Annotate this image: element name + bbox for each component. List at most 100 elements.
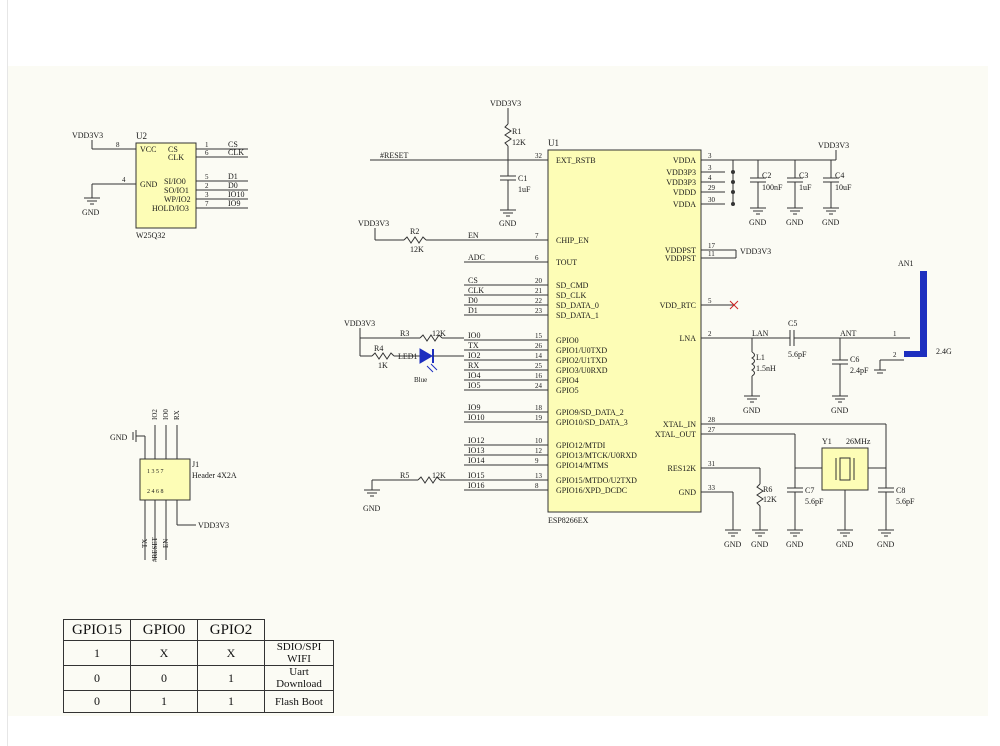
antenna-icon: [920, 271, 927, 357]
u1-net-label: D1: [468, 306, 478, 315]
u1-pin-num: 7: [535, 232, 539, 240]
u1-pin-num: 15: [535, 332, 543, 340]
u1-pin-name: GPIO16/XPD_DCDC: [556, 486, 627, 495]
r3-value: 12K: [432, 329, 446, 338]
u1-pin-num: 20: [535, 277, 543, 285]
r6-ref: R6: [763, 485, 772, 494]
u1-pin-name: TOUT: [556, 258, 577, 267]
gnd-label: GND: [877, 540, 895, 549]
svg-text:2: 2: [893, 351, 897, 359]
c7-value: 5.6pF: [805, 497, 824, 506]
r6-value: 12K: [763, 495, 777, 504]
u2-net-label: CLK: [228, 148, 244, 157]
u2-pin-name: CS: [168, 145, 178, 154]
u1-pin-name: VDD_RTC: [660, 301, 696, 310]
c8-value: 5.6pF: [896, 497, 915, 506]
gnd-label: GND: [786, 540, 804, 549]
u1-net-label: IO5: [468, 381, 480, 390]
table-cell: SDIO/SPI WIFI: [264, 640, 334, 666]
u1-net-label: CLK: [468, 286, 484, 295]
header-net: EN: [162, 539, 170, 548]
c7-ref: C7: [805, 486, 814, 495]
u2-flash-chip: U2 W25Q32 8 VCC VDD3V3 4 GND GND 1CSCS6C…: [72, 131, 248, 240]
u1-net-label: IO12: [468, 436, 484, 445]
u2-pin-name: SI/IO0: [164, 177, 186, 186]
gnd-label: GND: [743, 406, 761, 415]
u1-pin-num: 32: [535, 152, 543, 160]
antenna-ref: AN1: [898, 259, 914, 268]
c3-value: 1uF: [799, 183, 812, 192]
u2-net-label: CS: [228, 140, 238, 149]
u1-pin-name: GPIO10/SD_DATA_3: [556, 418, 628, 427]
u1-pin-num: 24: [535, 382, 543, 390]
y1-value: 26MHz: [846, 437, 871, 446]
u1-net-label: ADC: [468, 253, 485, 262]
u1-pin-name: CHIP_EN: [556, 236, 589, 245]
u1-pin-name: XTAL_OUT: [655, 430, 696, 439]
u2-pin-num: 2: [205, 182, 209, 190]
u1-pin-name: VDD3P3: [666, 168, 696, 177]
u1-pin-num: 5: [708, 297, 712, 305]
u2-pin-name: HOLD/IO3: [152, 204, 189, 213]
led-icon: [419, 348, 433, 364]
u1-pin-num: 27: [708, 426, 716, 434]
u1-pin-num: 3: [708, 152, 712, 160]
table-cell: 0: [63, 690, 131, 713]
u1-pin-name: VDDA: [673, 156, 696, 165]
u1-pin-num: 4: [708, 174, 712, 182]
reset-circuit: VDD3V3 R1 12K #RESET C1 1uF GND: [370, 99, 548, 228]
net-reset: #RESET: [380, 151, 409, 160]
u1-pin-num: 31: [708, 460, 716, 468]
table-cell: Uart Download: [264, 665, 334, 691]
ground-symbol: [84, 197, 100, 205]
net-lan: LAN: [752, 329, 769, 338]
u1-pin-name: LNA: [680, 334, 697, 343]
l1-ref: L1: [756, 353, 765, 362]
u2-ref: U2: [136, 131, 147, 141]
u1-net-label: IO10: [468, 413, 484, 422]
header-net: RX: [173, 410, 181, 420]
u1-pin-num: 25: [535, 362, 543, 370]
junction: [731, 180, 735, 184]
c5-ref: C5: [788, 319, 797, 328]
gnd-label: GND: [499, 219, 517, 228]
u1-pin-name: VDDPST: [665, 254, 696, 263]
gnd-label: GND: [751, 540, 769, 549]
u1-pin-num: 29: [708, 184, 716, 192]
table-cell: Flash Boot: [264, 690, 334, 713]
u1-pin-name: GPIO9/SD_DATA_2: [556, 408, 624, 417]
c1-value: 1uF: [518, 185, 531, 194]
c2-ref: C2: [762, 171, 771, 180]
chip-en-circuit: VDD3V3 R2 12K EN: [358, 219, 548, 254]
u1-pin-num: 19: [535, 414, 543, 422]
u1-net-label: CS: [468, 276, 478, 285]
u1-pin-num: 3: [708, 164, 712, 172]
led-ref: LED1: [398, 352, 418, 361]
u1-net-label: IO0: [468, 331, 480, 340]
u2-pin-name: VCC: [140, 145, 156, 154]
u2-net-label: IO9: [228, 199, 240, 208]
u2-pin-name: GND: [140, 180, 158, 189]
vdd-label: VDD3V3: [818, 141, 849, 150]
u1-pin-name: RES12K: [668, 464, 697, 473]
u1-net-label: RX: [468, 361, 479, 370]
junction: [731, 202, 735, 206]
u1-net-label: D0: [468, 296, 478, 305]
r5-value: 12K: [432, 471, 446, 480]
r1-ref: R1: [512, 127, 521, 136]
table-header-row: GPIO15 GPIO0 GPIO2: [63, 619, 334, 641]
gnd-label: GND: [786, 218, 804, 227]
u1-pin-num: 17: [708, 242, 716, 250]
table-cell: X: [130, 640, 198, 666]
u2-pin-num: 3: [205, 191, 209, 199]
u1-net-label: IO13: [468, 446, 484, 455]
r5-ref: R5: [400, 471, 409, 480]
table-cell: X: [197, 640, 265, 666]
u1-pin-name: VDDA: [673, 200, 696, 209]
u1-pin-num: 21: [535, 287, 543, 295]
antenna-value: 2.4G: [936, 347, 952, 356]
c4-value: 10uF: [835, 183, 852, 192]
u1-ref: U1: [548, 138, 559, 148]
